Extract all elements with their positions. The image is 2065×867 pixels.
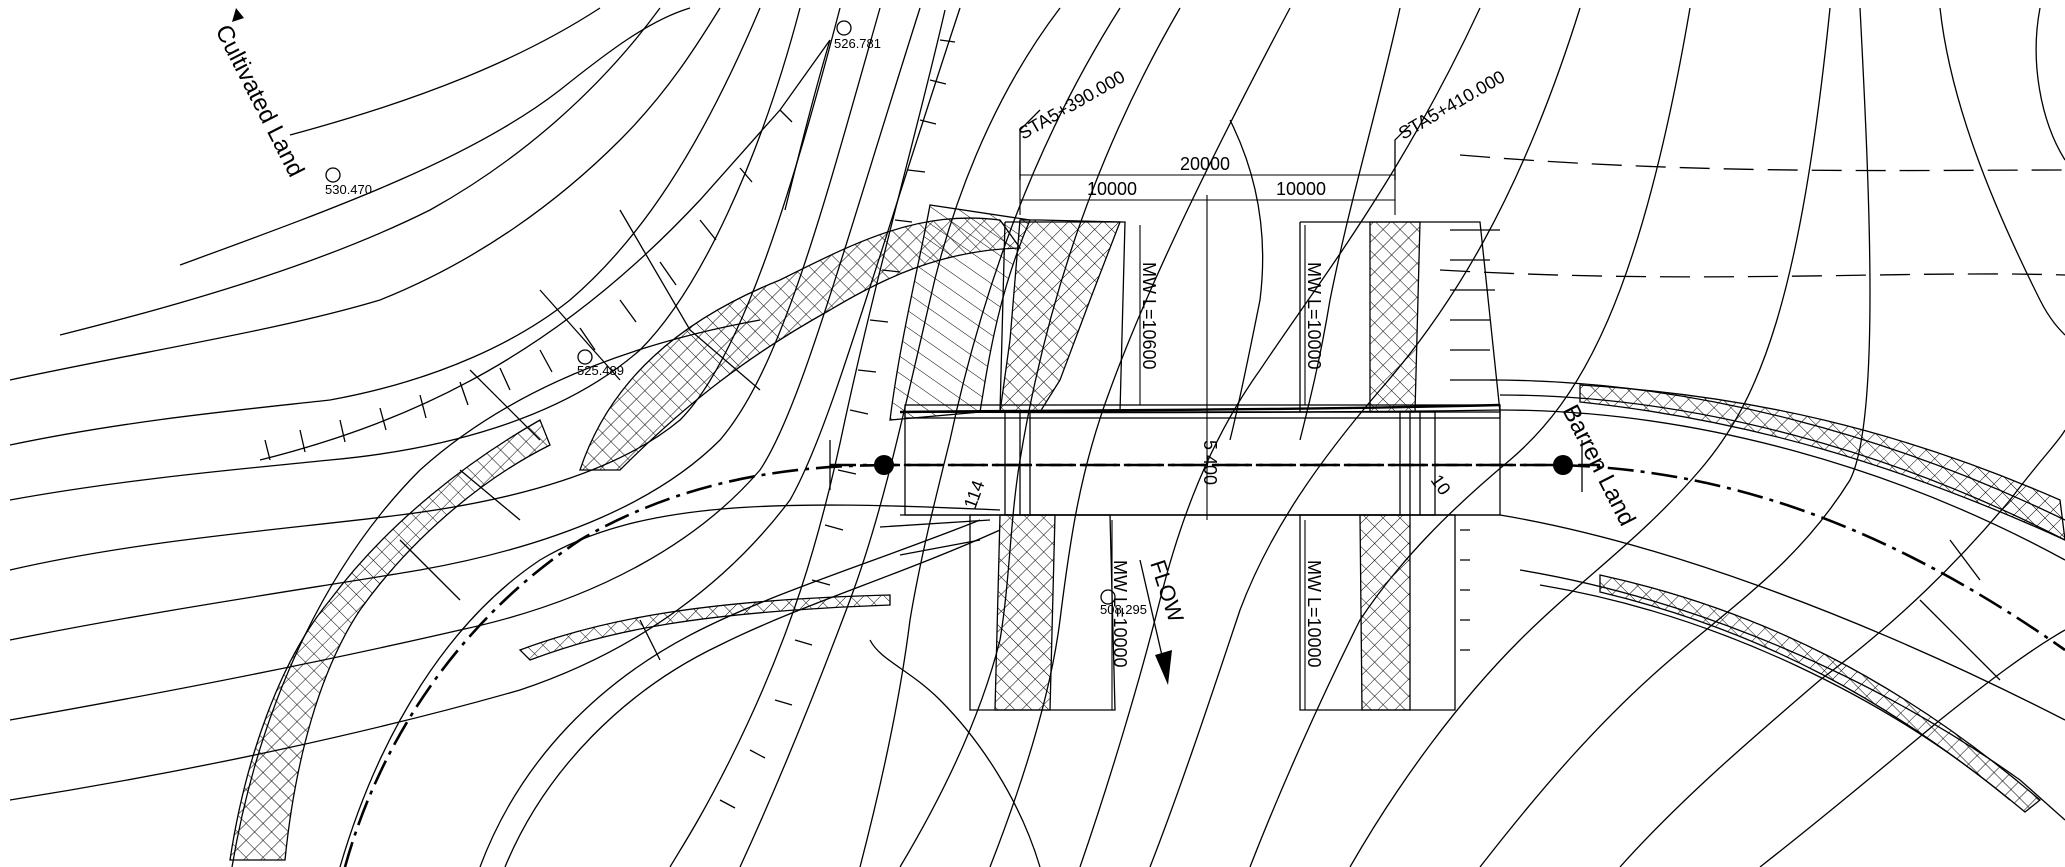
- elevation-label: 530.470: [325, 182, 372, 197]
- road-alignment: [231, 319, 2065, 867]
- dim-skew-right: 10: [1427, 471, 1455, 499]
- control-point-left: [874, 455, 894, 475]
- flow-label: FLOW: [1145, 557, 1188, 625]
- elevation-marker: [1100, 589, 1116, 605]
- dim-wing-wall-dr: MW L=10000: [1304, 560, 1324, 668]
- elevation-label: 526.781: [834, 36, 881, 51]
- elevation-marker: [577, 349, 593, 365]
- dim-wing-wall-ul: MW L=10600: [1139, 262, 1159, 370]
- dim-road-width: 5 400: [1200, 440, 1220, 485]
- control-point-right: [1553, 455, 1573, 475]
- property-lines: [399, 209, 2001, 681]
- station-labels: STA5+390.000 STA5+410.000: [1015, 67, 1508, 180]
- dim-left-span: 10000: [1087, 179, 1137, 199]
- centerline: [829, 440, 1600, 492]
- cultivated-land-label: Cultivated Land: [210, 20, 310, 181]
- elevation-points: 526.781 530.470 525.489 508.295: [325, 20, 1147, 617]
- flow-arrow-icon: [1155, 650, 1172, 685]
- slope-hatch-lines: [259, 9, 956, 867]
- dashed-lines: [1439, 154, 2065, 278]
- elevation-label: 525.489: [577, 363, 624, 378]
- dim-right-span: 10000: [1276, 179, 1326, 199]
- culvert-structure: [879, 221, 1501, 711]
- station-start-label: STA5+390.000: [1015, 67, 1128, 144]
- dim-wing-wall-dl: MW L=10000: [1110, 560, 1130, 668]
- station-end-label: STA5+410.000: [1395, 67, 1508, 144]
- dim-skew-left: 114: [960, 478, 989, 512]
- dim-wing-wall-ur: MW L=10000: [1304, 262, 1324, 370]
- contour-lines: [9, 7, 2065, 867]
- north-arrow-icon: [232, 8, 244, 22]
- elevation-marker: [325, 167, 341, 183]
- dim-total-span: 20000: [1180, 154, 1230, 174]
- elevation-marker: [836, 20, 852, 36]
- flow-arrow: FLOW: [1139, 557, 1189, 685]
